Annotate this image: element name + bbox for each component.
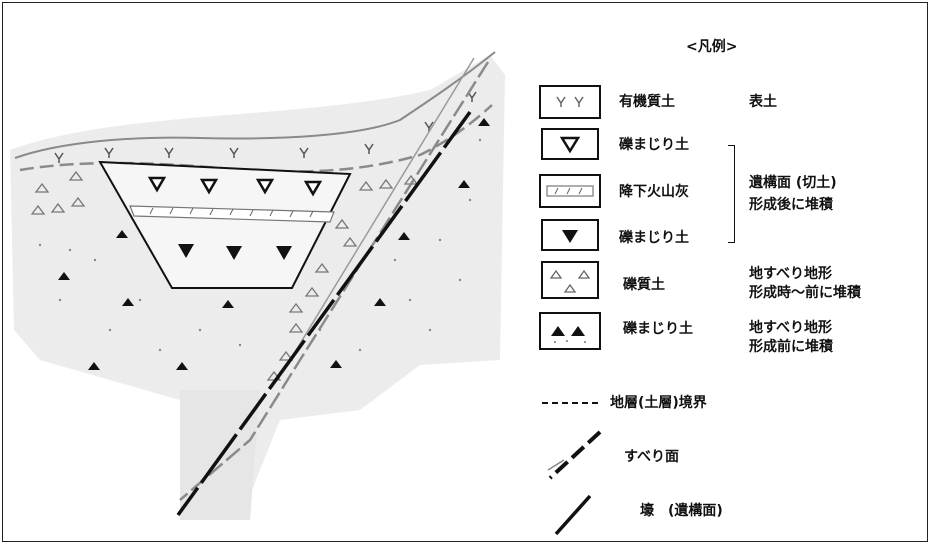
gravel-soil-symbol xyxy=(549,269,591,293)
legend-boundary-label: 地層(土層)境界 xyxy=(610,395,707,411)
dashed-line-symbol xyxy=(542,402,598,404)
legend-base-note-2: 形成前に堆積 xyxy=(749,339,833,355)
legend-base-note-1: 地すべり地形 xyxy=(749,320,833,336)
slip-surface-inner xyxy=(283,57,475,371)
black-gravel-marks xyxy=(58,118,490,370)
legend-gravelly-lower-box xyxy=(541,219,599,251)
legend-gravel-box xyxy=(541,261,599,299)
legend-gravel-note-1: 地すべり地形 xyxy=(749,266,833,282)
speckle-dots xyxy=(38,138,482,352)
organic-soil-marks xyxy=(54,91,477,163)
legend-gravelly-upper-box xyxy=(541,128,599,160)
legend-group-bracket xyxy=(728,145,735,243)
legend-gravel-note-2: 形成時～前に堆積 xyxy=(749,285,861,301)
volcanic-ash-band xyxy=(129,205,335,223)
ash-hatches xyxy=(149,207,314,218)
filled-triangles xyxy=(178,244,292,260)
legend-gravel-label: 礫質土 xyxy=(623,277,665,293)
legend-organic-label: 有機質土 xyxy=(619,94,675,110)
legend-group-note-2: 形成後に堆積 xyxy=(749,197,833,213)
legend-organic-note: 表土 xyxy=(749,94,777,110)
legend-moat-label: 壕 (遺構面) xyxy=(640,503,723,519)
legend-ash-label: 降下火山灰 xyxy=(619,184,689,200)
open-triangles xyxy=(147,176,323,197)
legend-base-box xyxy=(539,312,601,350)
black-gravel-symbol xyxy=(551,326,586,343)
moat-line xyxy=(176,110,472,517)
legend-base-label: 礫まじり土 xyxy=(623,321,693,337)
legend-organic-box xyxy=(539,85,601,119)
legend-title: <凡例> xyxy=(686,39,738,55)
slip-surface-grey xyxy=(179,61,490,501)
legend-ash-box xyxy=(539,174,601,208)
slip-surface-symbol xyxy=(547,430,602,480)
solid-line-symbol xyxy=(554,494,592,536)
filled-triangle-symbol xyxy=(562,230,578,243)
organic-soil-symbol xyxy=(556,96,584,107)
cut-trapezoid xyxy=(98,160,352,289)
legend-group-note-1: 遺構面 (切土) xyxy=(749,175,837,191)
legend-gravelly-upper-label: 礫まじり土 xyxy=(619,137,689,153)
open-triangle-symbol xyxy=(559,136,581,154)
legend-gravelly-lower-label: 礫まじり土 xyxy=(619,230,689,246)
volcanic-ash-symbol xyxy=(546,185,594,197)
ground-surface-line xyxy=(14,51,496,159)
legend-slip-label: すべり面 xyxy=(624,449,680,465)
